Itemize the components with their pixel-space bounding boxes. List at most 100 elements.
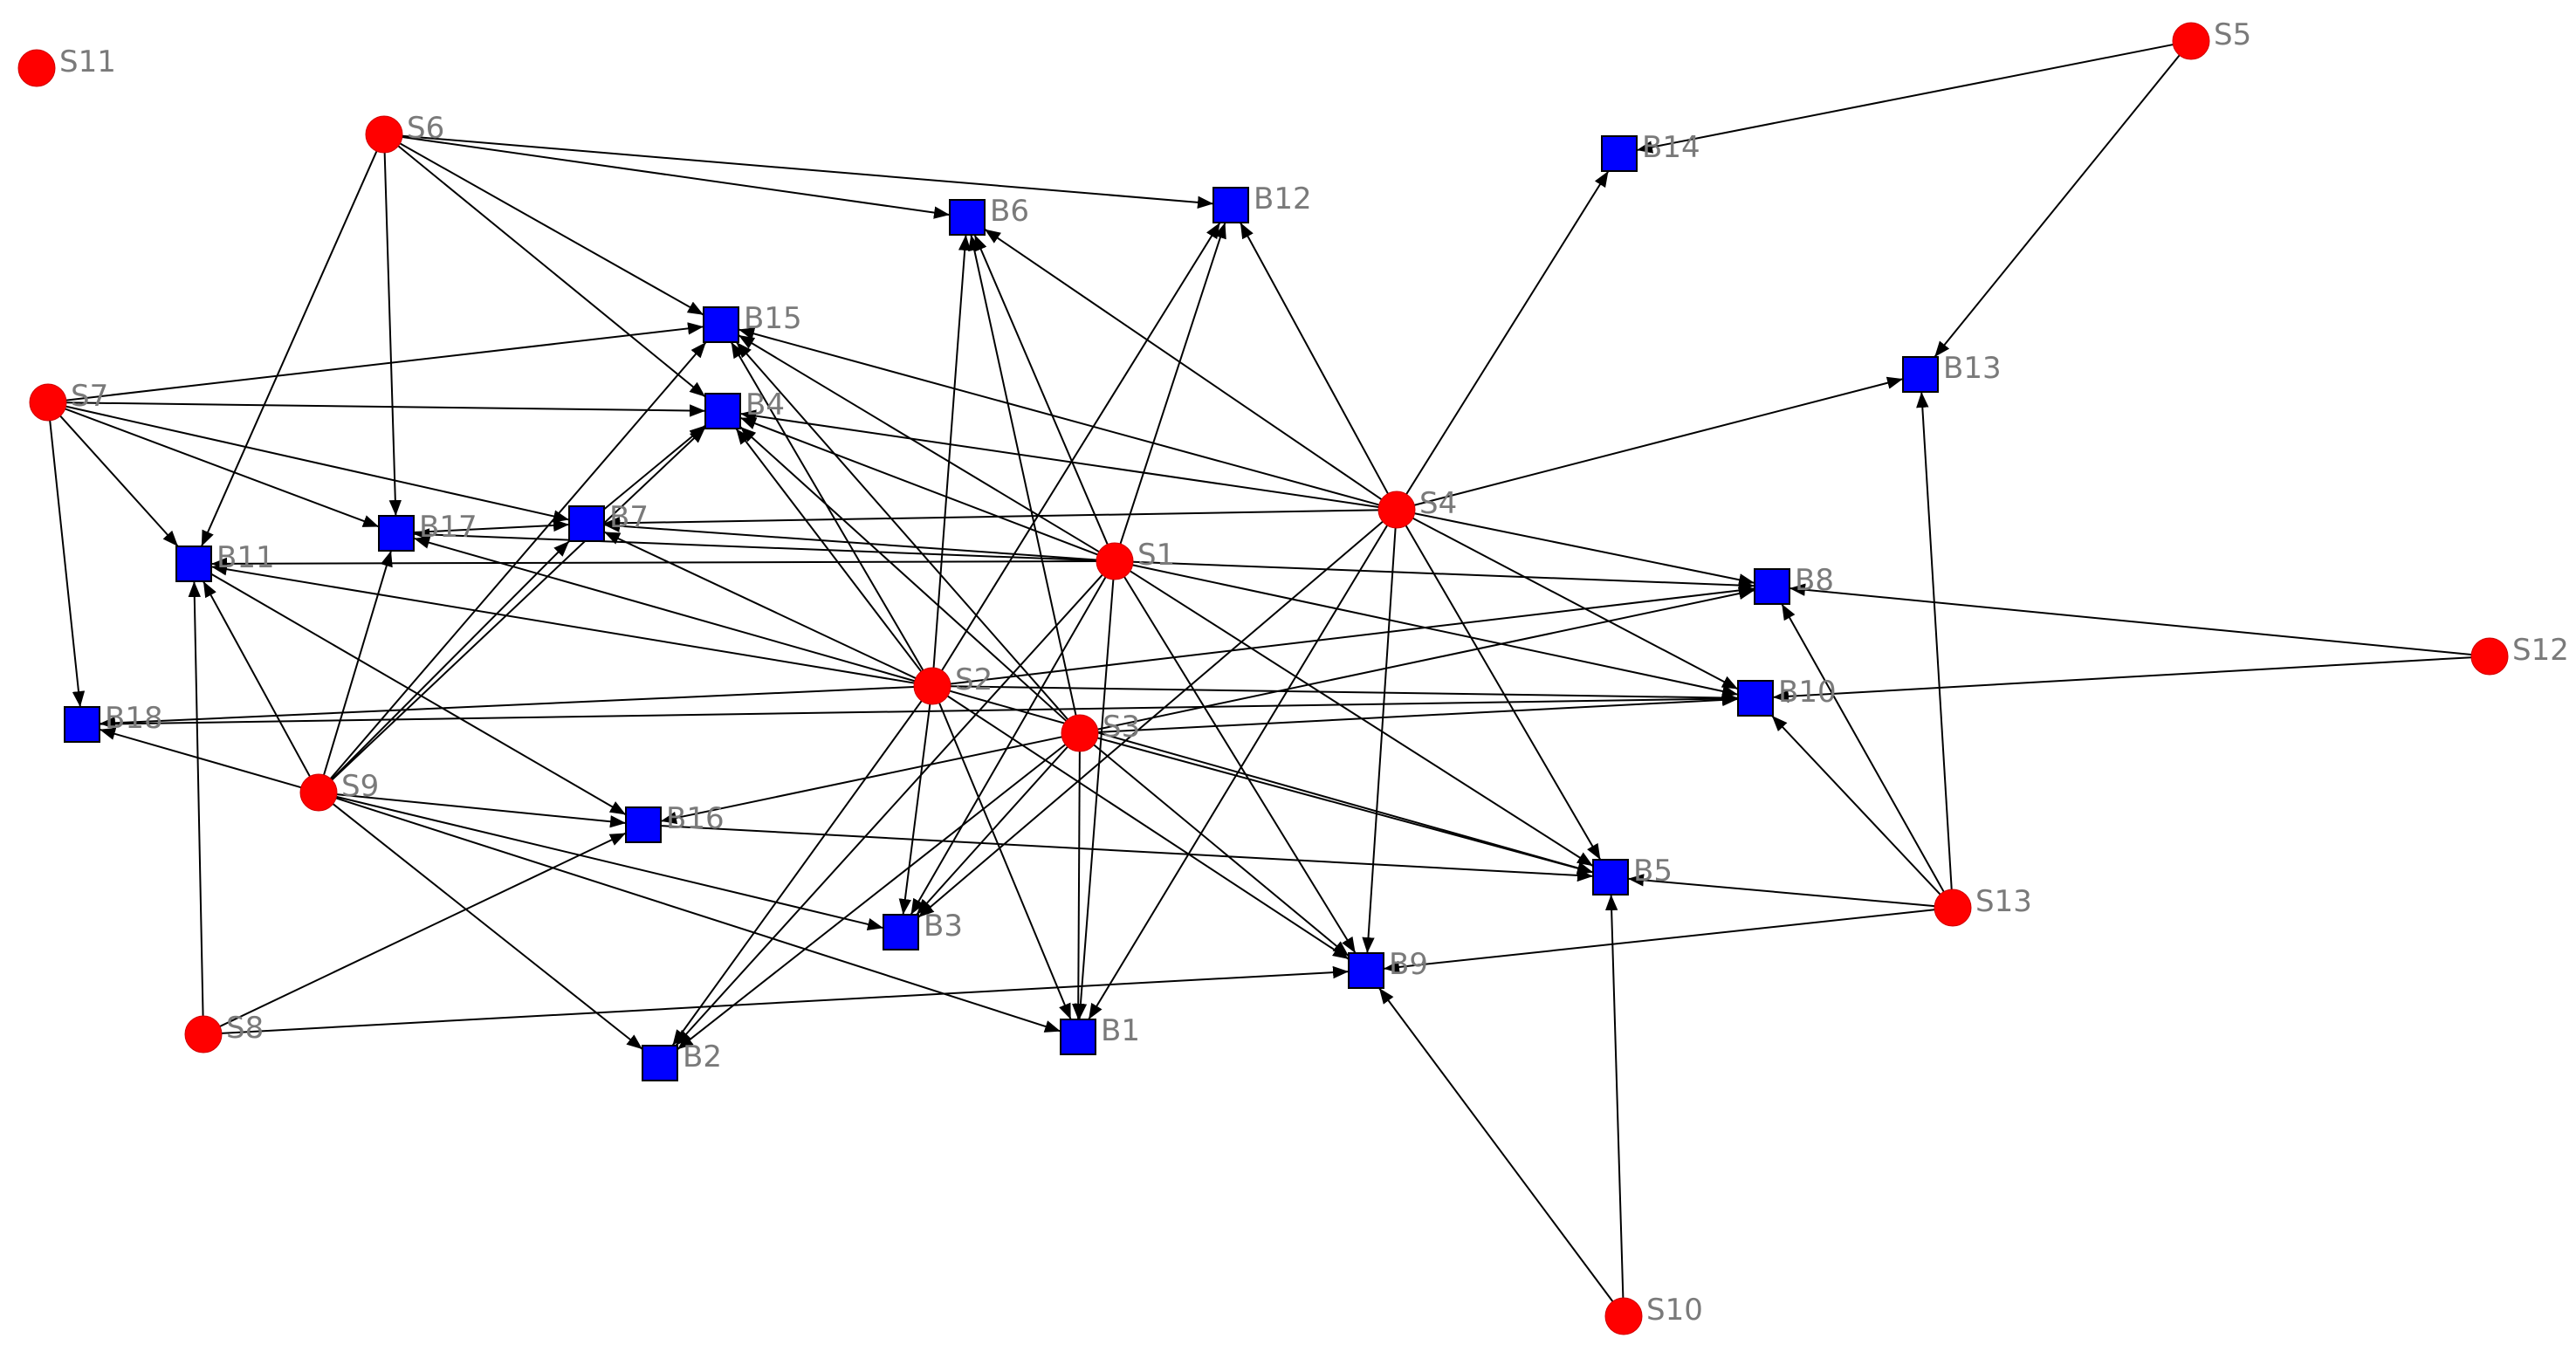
node-label-b17: B17 (419, 510, 477, 545)
node-s6 (365, 115, 403, 154)
edge-s2-to-b6 (932, 234, 972, 669)
edge-s1-to-b6 (973, 234, 1109, 546)
edge-s4-to-b9 (1362, 527, 1397, 954)
node-label-b8: B8 (1795, 563, 1834, 598)
edge-s2-to-b10 (950, 685, 1739, 704)
edge-s12-to-b8 (1789, 583, 2472, 655)
node-label-b15: B15 (744, 301, 802, 336)
edge-s2-to-b9 (947, 695, 1350, 960)
edge-s4-to-b15 (738, 327, 1380, 506)
edge-s9-to-b2 (332, 803, 643, 1050)
node-s1 (1096, 542, 1134, 580)
edge-s4-to-b8 (1414, 512, 1755, 587)
edge-s1-to-b10 (1132, 564, 1739, 697)
edge-s7-to-b17 (65, 408, 380, 528)
node-label-s8: S8 (226, 1011, 264, 1046)
edge-s2-to-b5 (949, 690, 1594, 875)
edge-s2-to-b4 (735, 428, 923, 672)
node-label-b7: B7 (609, 500, 649, 535)
node-s9 (299, 773, 338, 812)
edge-s7-to-b4 (65, 401, 706, 417)
node-s13 (1934, 889, 1972, 927)
edge-s4-to-b13 (1414, 376, 1904, 506)
node-b2 (642, 1045, 678, 1081)
edge-s13-to-b9 (1383, 909, 1935, 974)
edge-s3-to-b10 (1097, 693, 1739, 733)
edge-s9-to-b18 (99, 727, 302, 789)
node-b6 (949, 199, 986, 236)
edge-s4-to-b14 (1405, 170, 1610, 495)
edge-s4-to-b6 (984, 228, 1383, 501)
node-b1 (1060, 1019, 1096, 1055)
edge-s2-to-b17 (413, 536, 916, 683)
node-label-b9: B9 (1389, 947, 1428, 982)
edge-s9-to-b11 (203, 580, 311, 778)
edge-s5-to-b14 (1636, 44, 2174, 154)
node-s10 (1604, 1297, 1643, 1335)
edge-s2-to-b2 (671, 700, 923, 1046)
edge-s3-to-b5 (1097, 737, 1594, 875)
edge-s6-to-b12 (402, 134, 1214, 209)
node-label-s7: S7 (71, 379, 108, 414)
node-b15 (703, 306, 739, 343)
node-label-s2: S2 (955, 662, 993, 697)
edge-s2-to-b3 (898, 703, 931, 916)
edge-s4-to-b10 (1412, 517, 1739, 690)
node-label-b2: B2 (683, 1040, 722, 1074)
node-b7 (568, 505, 605, 542)
edge-s8-to-b11 (188, 580, 204, 1017)
edge-s1-to-b4 (739, 416, 1098, 556)
edges-layer (49, 44, 2472, 1302)
edge-s7-to-b11 (59, 415, 179, 547)
edge-s1-to-b3 (910, 576, 1107, 916)
node-b5 (1592, 859, 1629, 896)
edge-s5-to-b13 (1934, 54, 2181, 358)
node-b3 (883, 914, 919, 950)
node-b13 (1902, 356, 1939, 393)
edge-s9-to-b7 (331, 540, 570, 780)
edge-s3-to-b6 (968, 234, 1077, 716)
node-b18 (64, 706, 100, 743)
node-b8 (1754, 568, 1790, 605)
edge-b17-to-b7 (413, 518, 570, 533)
edge-b16-to-b5 (660, 825, 1594, 882)
node-label-s10: S10 (1646, 1293, 1703, 1328)
edge-s13-to-b8 (1781, 603, 1945, 893)
edge-b11-to-b16 (210, 573, 627, 816)
edge-s9-to-b3 (336, 795, 884, 931)
node-label-b13: B13 (1943, 351, 2002, 386)
node-label-b14: B14 (1642, 130, 1700, 165)
node-s4 (1377, 491, 1416, 529)
node-label-s12: S12 (2512, 633, 2569, 668)
edge-s8-to-b16 (219, 832, 627, 1027)
node-label-b5: B5 (1633, 854, 1673, 889)
edge-s1-to-b2 (675, 573, 1103, 1046)
node-label-b4: B4 (745, 388, 785, 422)
edge-s2-to-b11 (210, 563, 915, 684)
edge-s7-to-b7 (65, 405, 570, 523)
node-label-b18: B18 (105, 701, 163, 736)
edge-b18-to-b10 (99, 692, 1739, 725)
edge-s9-to-b17 (323, 550, 393, 776)
edge-s3-to-b9 (1093, 744, 1350, 957)
edge-s2-to-b1 (938, 703, 1072, 1020)
edge-s13-to-b5 (1627, 874, 1935, 908)
edge-s4-to-b4 (739, 409, 1379, 508)
edge-s13-to-b10 (1771, 715, 1941, 896)
edge-s3-to-b15 (735, 341, 1068, 720)
edge-s1-to-b1 (1074, 579, 1115, 1020)
node-s11 (17, 49, 56, 87)
edge-s6-to-b15 (399, 142, 704, 316)
nodes-layer (17, 22, 2509, 1335)
edge-s6-to-b4 (397, 145, 706, 398)
node-b9 (1348, 952, 1384, 989)
node-label-s6: S6 (407, 111, 444, 146)
edge-s6-to-b11 (200, 150, 378, 547)
node-label-s1: S1 (1137, 538, 1175, 573)
node-s12 (2470, 637, 2509, 676)
node-label-s5: S5 (2214, 17, 2251, 52)
node-label-s13: S13 (1975, 884, 2032, 919)
edge-s3-to-b8 (1097, 587, 1755, 731)
edge-s9-to-b15 (329, 341, 707, 779)
node-label-b12: B12 (1254, 182, 1312, 216)
